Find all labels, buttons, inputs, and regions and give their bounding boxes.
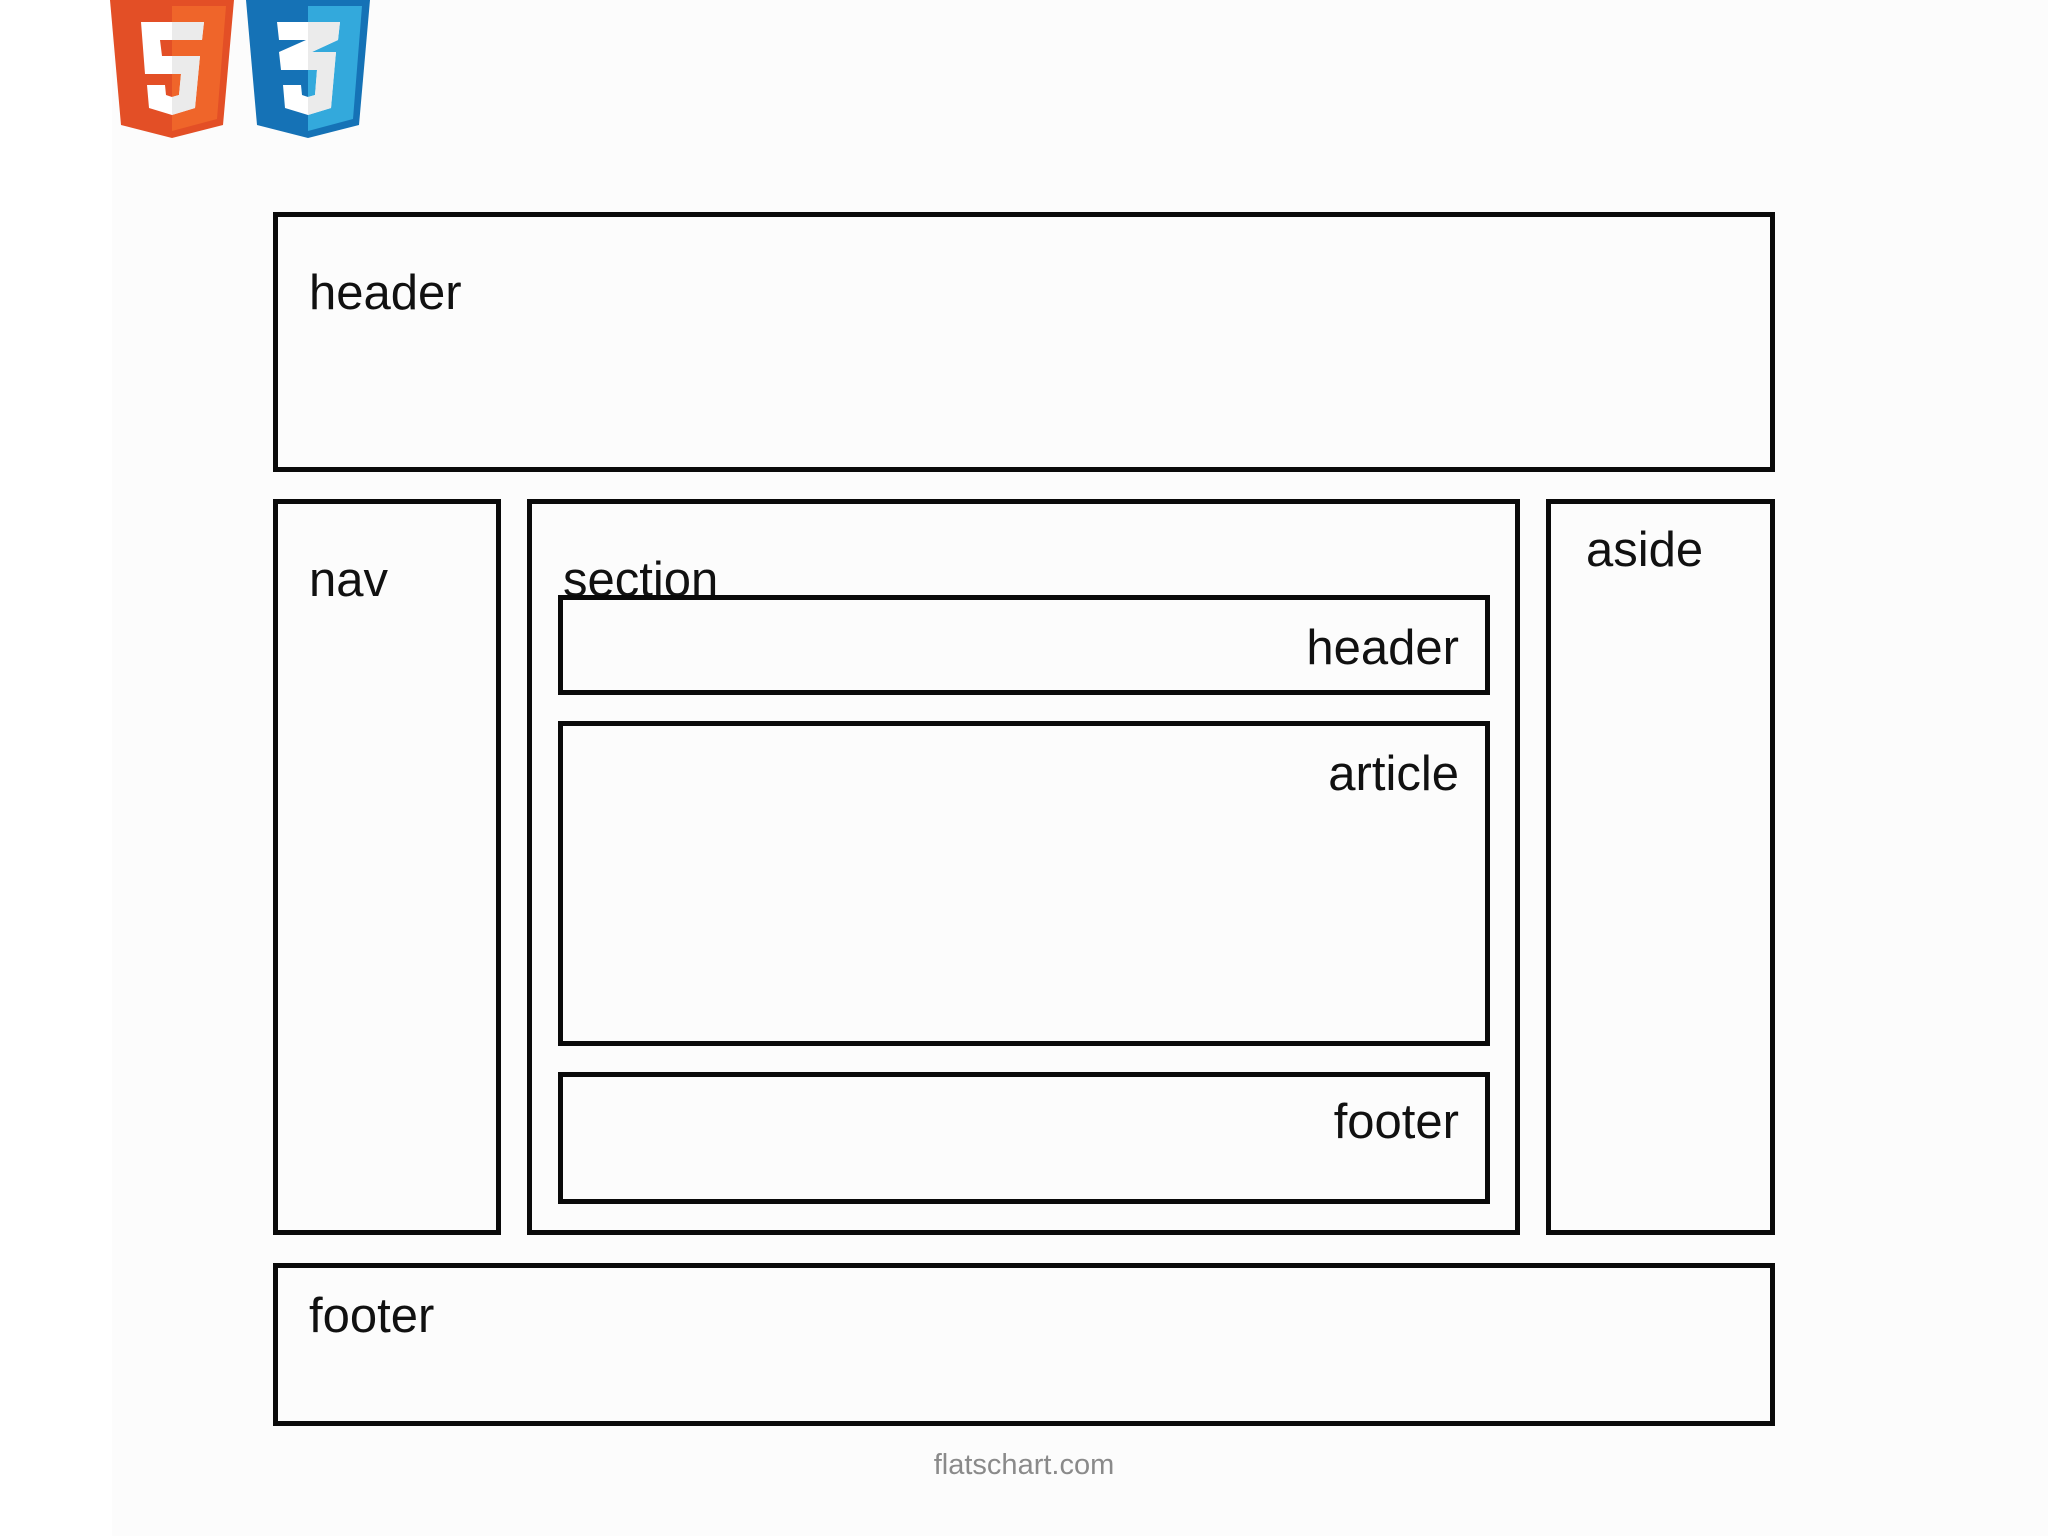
css3-shield-icon xyxy=(246,0,370,138)
header-label: header xyxy=(309,266,462,320)
aside-box: aside xyxy=(1546,499,1775,1235)
source-credit: flatschart.com xyxy=(933,1449,1115,1481)
article-label: article xyxy=(1328,747,1459,801)
aside-label: aside xyxy=(1586,523,1704,577)
article-box: article xyxy=(558,721,1490,1046)
nav-box: nav xyxy=(273,499,501,1235)
header-box: header xyxy=(273,212,1775,472)
section-header-label: header xyxy=(1306,621,1459,675)
nav-label: nav xyxy=(309,553,389,607)
footer-label: footer xyxy=(309,1289,435,1343)
html5-shield-icon xyxy=(110,0,234,138)
section-footer-box: footer xyxy=(558,1072,1490,1204)
section-header-box: header xyxy=(558,595,1490,695)
section-footer-label: footer xyxy=(1333,1095,1459,1149)
footer-box: footer xyxy=(273,1263,1775,1426)
